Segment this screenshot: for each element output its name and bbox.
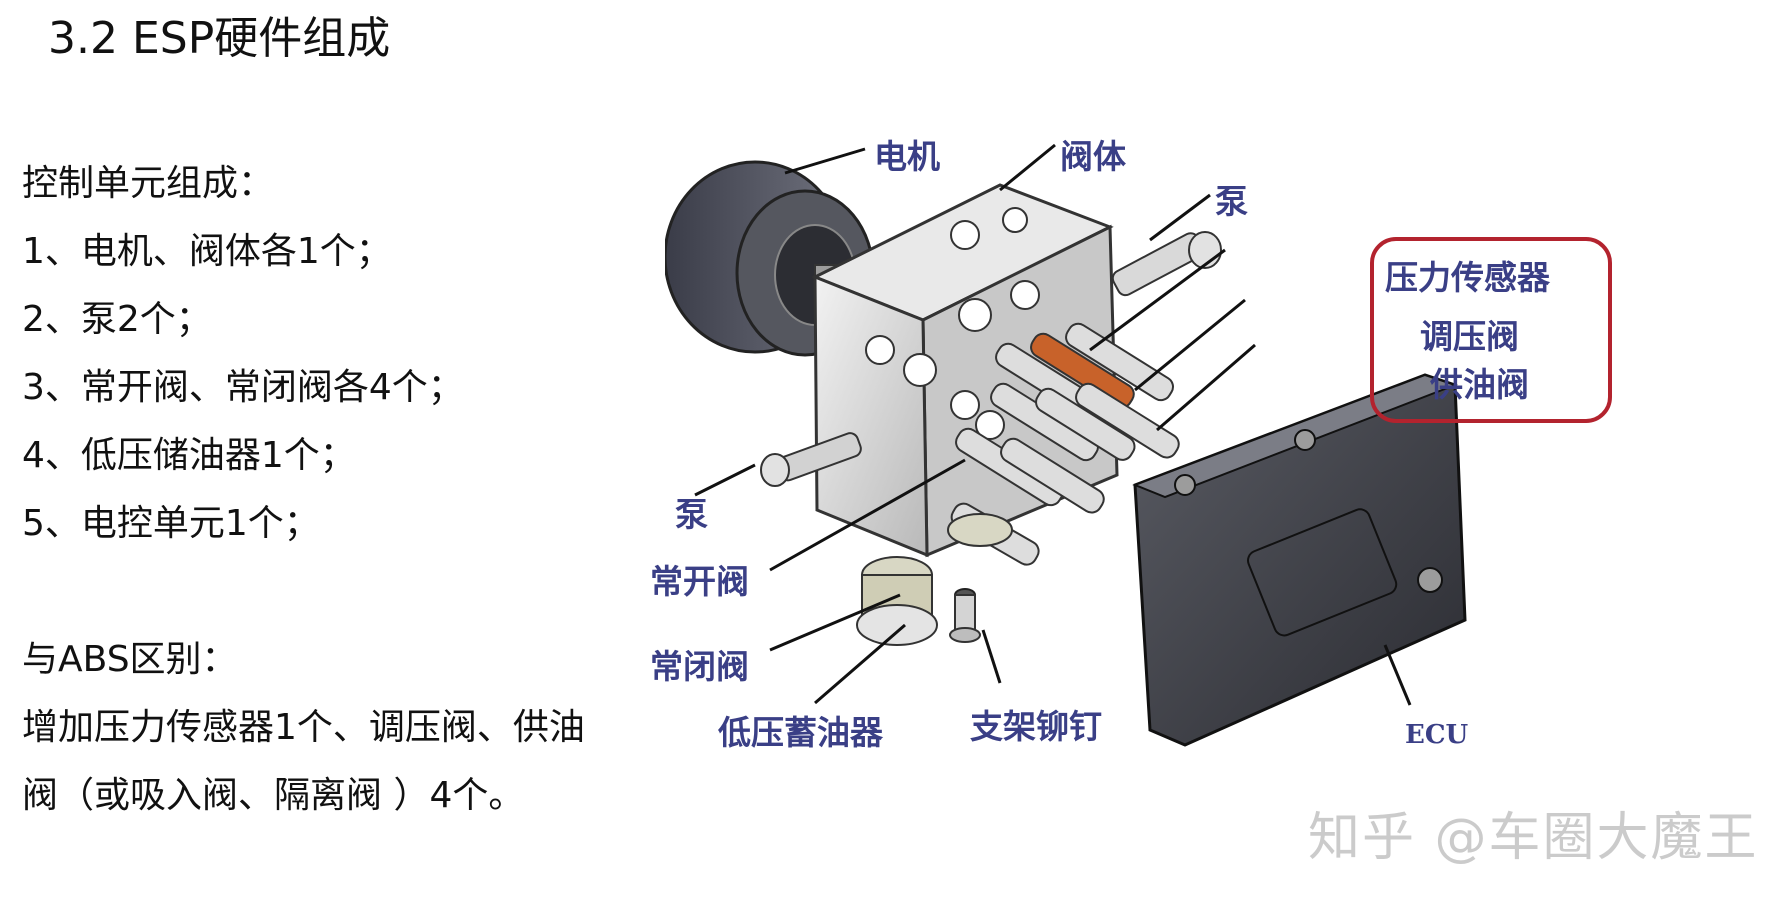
label-pressure-sensor: 压力传感器 bbox=[1385, 258, 1550, 297]
label-motor: 电机 bbox=[874, 137, 940, 176]
label-pump-top: 泵 bbox=[1215, 182, 1248, 221]
list-item: 3、常开阀、常闭阀各4个； bbox=[22, 367, 464, 408]
watermark: 知乎 @车圈大魔王 bbox=[1308, 808, 1759, 868]
page-title: 3.2 ESP硬件组成 bbox=[48, 13, 391, 64]
list-item: 2、泵2个； bbox=[22, 299, 212, 340]
diff-line: 增加压力传感器1个、调压阀、供油 bbox=[22, 707, 585, 748]
label-pump-left: 泵 bbox=[675, 495, 708, 534]
label-supply-valve: 供油阀 bbox=[1430, 365, 1529, 404]
control-heading: 控制单元组成： bbox=[22, 163, 275, 204]
label-accumulator: 低压蓄油器 bbox=[718, 713, 883, 752]
label-normally-closed: 常闭阀 bbox=[650, 647, 749, 686]
label-ecu: ECU bbox=[1405, 720, 1469, 750]
leader-lines bbox=[694, 143, 1412, 706]
component-description: 控制单元组成： 1、电机、阀体各1个； 2、泵2个； 3、常开阀、常闭阀各4个；… bbox=[22, 150, 585, 830]
label-valve-body: 阀体 bbox=[1060, 137, 1126, 176]
label-regulating-valve: 调压阀 bbox=[1420, 317, 1519, 356]
pump-left-part bbox=[760, 432, 862, 487]
diff-line: 阀（或吸入阀、隔离阀 ）4个。 bbox=[22, 775, 525, 816]
highlight-box bbox=[1370, 237, 1612, 423]
list-item: 4、低压储油器1个； bbox=[22, 435, 356, 476]
valve-body-part bbox=[811, 183, 1119, 558]
label-normally-open: 常开阀 bbox=[650, 562, 749, 601]
ecu-part bbox=[1132, 373, 1467, 747]
rivet-part bbox=[949, 588, 981, 643]
accumulator-part bbox=[856, 513, 1013, 646]
list-item: 5、电控单元1个； bbox=[22, 503, 320, 544]
diff-heading: 与ABS区别： bbox=[22, 639, 238, 680]
label-rivet: 支架铆钉 bbox=[970, 707, 1102, 746]
esp-exploded-diagram bbox=[665, 143, 1467, 747]
list-item: 1、电机、阀体各1个； bbox=[22, 231, 392, 272]
